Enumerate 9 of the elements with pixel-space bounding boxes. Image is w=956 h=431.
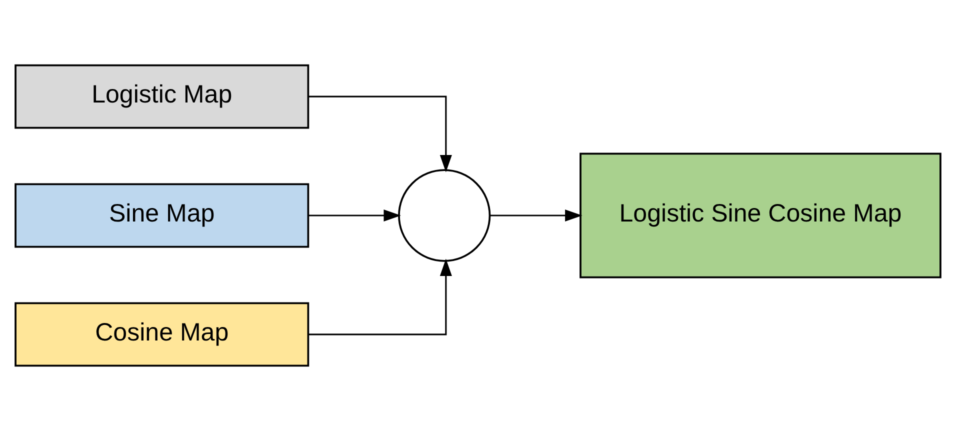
arrow xyxy=(308,209,401,222)
node-box: Cosine Map xyxy=(14,302,310,367)
arrow xyxy=(308,96,452,172)
node-box: Logistic Map xyxy=(14,64,310,129)
arrow xyxy=(490,209,582,222)
node-box: Sine Map xyxy=(14,183,310,248)
node-circle xyxy=(398,169,491,262)
node-box: Logistic Sine Cosine Map xyxy=(580,152,942,278)
arrow xyxy=(308,258,452,336)
